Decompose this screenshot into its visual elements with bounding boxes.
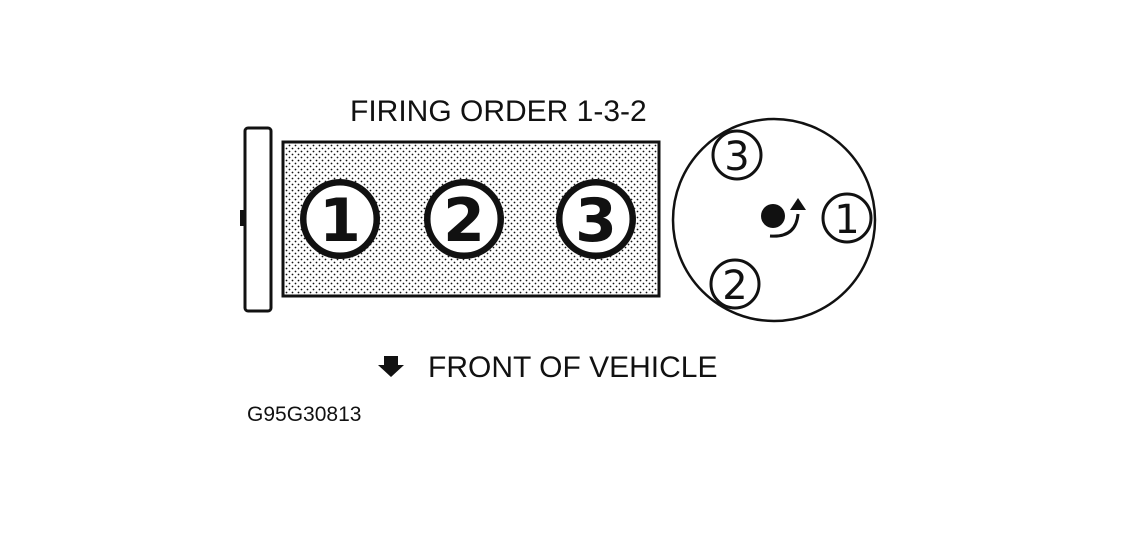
figure-id: G95G30813 xyxy=(247,403,361,426)
rotor-center xyxy=(761,204,785,228)
flywheel-notch xyxy=(240,210,246,226)
cylinder-3: 3 xyxy=(556,179,636,259)
cylinder-2-number: 2 xyxy=(443,186,485,256)
distributor-terminal-1-number: 1 xyxy=(834,197,859,243)
cylinder-2: 2 xyxy=(424,179,504,259)
distributor-terminal-2-number: 2 xyxy=(722,263,747,309)
distributor-terminal-3-number: 3 xyxy=(724,134,749,180)
rotation-arrow-icon xyxy=(769,198,806,238)
front-arrow-icon xyxy=(378,356,404,377)
cylinder-1-number: 1 xyxy=(319,186,361,256)
distributor-terminal-1: 1 xyxy=(821,192,873,244)
front-of-vehicle-label: FRONT OF VEHICLE xyxy=(428,351,717,384)
flywheel-plate xyxy=(243,126,273,313)
cylinder-1: 1 xyxy=(300,179,380,259)
cylinder-3-number: 3 xyxy=(575,186,617,256)
diagram-title: FIRING ORDER 1-3-2 xyxy=(350,95,647,128)
distributor-terminal-2: 2 xyxy=(709,258,761,310)
distributor-terminal-3: 3 xyxy=(711,129,763,181)
